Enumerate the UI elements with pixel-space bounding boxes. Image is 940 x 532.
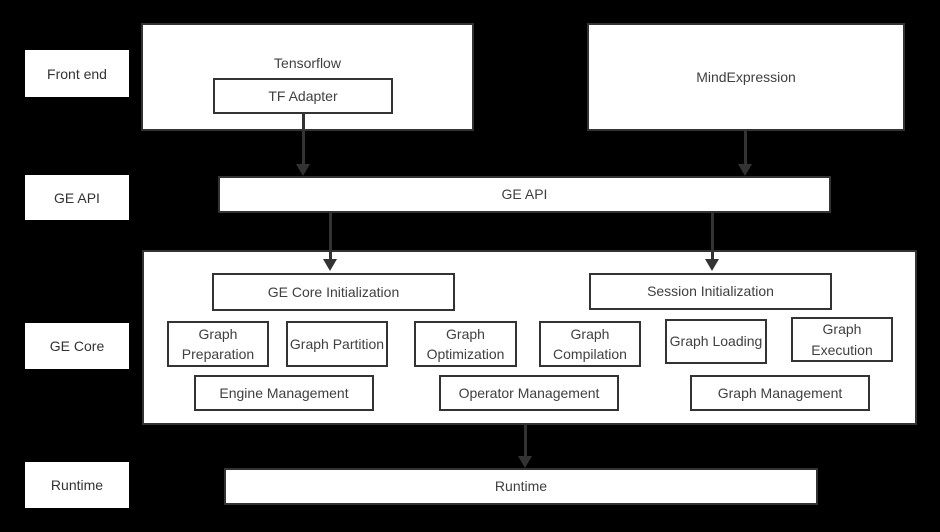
- arrow-ge-api-to-session-initialization-head: [705, 259, 719, 271]
- arrow-ge-api-to-session-initialization-line: [711, 213, 714, 260]
- tf-adapter-box-label: TF Adapter: [268, 87, 338, 104]
- ge-core-initialization-box: GE Core Initialization: [212, 273, 455, 311]
- mindexpression-box-label: MindExpression: [696, 68, 796, 85]
- tf-adapter-box: TF Adapter: [213, 78, 393, 114]
- graph-management-label: Graph Management: [717, 384, 843, 401]
- ge-core-initialization-label: GE Core Initialization: [267, 283, 400, 300]
- graph-execution-label: Graph Execution: [811, 321, 873, 358]
- layer-label-runtime-text: Runtime: [50, 477, 104, 493]
- runtime-bar: Runtime: [224, 468, 818, 505]
- runtime-bar-label: Runtime: [494, 478, 548, 495]
- mindexpression-box: MindExpression: [587, 23, 905, 131]
- session-initialization-label: Session Initialization: [647, 283, 774, 300]
- graph-preparation-label: Graph Preparation: [181, 325, 255, 362]
- graph-management-box: Graph Management: [690, 375, 870, 411]
- graph-partition-label: Graph Partition: [289, 335, 385, 352]
- ge-api-bar-label: GE API: [501, 186, 548, 203]
- layer-label-ge-api: GE API: [25, 175, 129, 220]
- graph-optimization-box: Graph Optimization: [414, 321, 517, 367]
- graph-partition-box: Graph Partition: [286, 321, 388, 367]
- layer-label-runtime: Runtime: [25, 462, 129, 508]
- graph-loading-box: Graph Loading: [665, 319, 767, 364]
- graph-compilation-label: Graph Compilation: [553, 325, 627, 362]
- layer-label-front-end: Front end: [25, 50, 129, 97]
- operator-management-label: Operator Management: [458, 384, 600, 401]
- arrow-ge-api-to-ge-core-initialization-line: [329, 213, 332, 260]
- arrow-ge-api-to-ge-core-initialization-head: [323, 259, 337, 271]
- graph-preparation-box: Graph Preparation: [167, 321, 269, 367]
- operator-management-box: Operator Management: [439, 375, 619, 411]
- tensorflow-box-title: Tensorflow: [274, 55, 341, 71]
- graph-execution-box: Graph Execution: [791, 317, 893, 362]
- layer-label-ge-core: GE Core: [25, 323, 129, 369]
- tensorflow-box: Tensorflow TF Adapter: [141, 23, 474, 131]
- arrow-tf-adapter-to-ge-api-head: [296, 164, 310, 176]
- arrow-ge-core-to-runtime-line: [524, 425, 527, 457]
- graph-loading-label: Graph Loading: [669, 333, 763, 350]
- session-initialization-box: Session Initialization: [589, 273, 832, 310]
- arrow-tf-adapter-to-ge-api-line: [302, 114, 305, 166]
- engine-management-label: Engine Management: [219, 384, 349, 401]
- arrow-ge-core-to-runtime-head: [518, 456, 532, 468]
- arrow-mindexpression-to-ge-api-head: [738, 164, 752, 176]
- ge-core-box: GE Core Initialization Session Initializ…: [142, 250, 917, 425]
- graph-compilation-box: Graph Compilation: [539, 321, 641, 367]
- layer-label-front-end-text: Front end: [47, 65, 107, 82]
- layer-label-ge-core-text: GE Core: [49, 338, 105, 354]
- layer-label-ge-api-text: GE API: [54, 189, 100, 206]
- ge-api-bar: GE API: [218, 176, 831, 213]
- engine-management-box: Engine Management: [194, 375, 374, 411]
- graph-optimization-label: Graph Optimization: [426, 325, 505, 362]
- arrow-mindexpression-to-ge-api-line: [744, 131, 747, 166]
